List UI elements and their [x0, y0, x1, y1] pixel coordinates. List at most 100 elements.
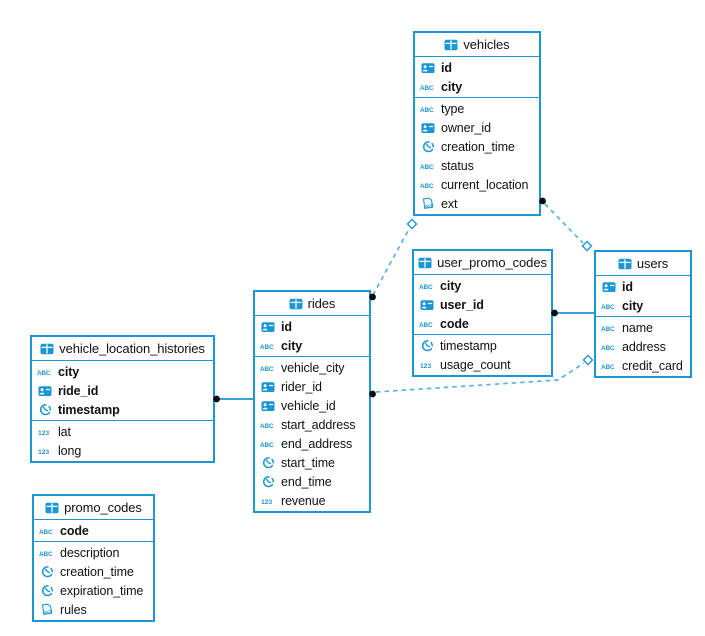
- pk-row-id[interactable]: id: [255, 317, 369, 336]
- text-icon: ABC: [260, 341, 276, 351]
- relationship-endpoint-diamond: [581, 240, 593, 252]
- text-icon: ABC: [39, 526, 55, 536]
- table-header[interactable]: vehicles: [415, 33, 539, 57]
- table-icon: [289, 298, 303, 310]
- table-header[interactable]: promo_codes: [34, 496, 153, 520]
- table-header[interactable]: user_promo_codes: [414, 251, 551, 275]
- column-row-start_time[interactable]: start_time: [255, 453, 369, 472]
- column-row-expiration_time[interactable]: expiration_time: [34, 581, 153, 600]
- table-icon: [40, 343, 54, 355]
- column-name: revenue: [281, 493, 326, 508]
- column-row-current_location[interactable]: ABC current_location: [415, 175, 539, 194]
- text-icon: ABC: [260, 363, 276, 373]
- column-name: current_location: [441, 177, 529, 192]
- column-row-creation_time[interactable]: creation_time: [34, 562, 153, 581]
- column-name: rider_id: [281, 379, 322, 394]
- table-header[interactable]: vehicle_location_histories: [32, 337, 213, 361]
- pk-row-id[interactable]: id: [596, 277, 690, 296]
- number-icon: 123: [419, 360, 435, 370]
- json-icon: JSON: [39, 603, 55, 616]
- column-name: city: [281, 338, 303, 353]
- column-name: city: [58, 364, 80, 379]
- uuid-icon: [420, 122, 436, 134]
- column-name: name: [622, 320, 653, 335]
- table-header[interactable]: rides: [255, 292, 369, 316]
- column-name: vehicle_id: [281, 398, 336, 413]
- pk-row-ride_id[interactable]: ride_id: [32, 381, 213, 400]
- column-name: description: [60, 545, 120, 560]
- text-icon: ABC: [601, 361, 617, 371]
- column-name: end_address: [281, 436, 353, 451]
- column-row-vehicle_city[interactable]: ABC vehicle_city: [255, 358, 369, 377]
- pk-row-city[interactable]: ABC city: [255, 336, 369, 355]
- text-icon: ABC: [601, 301, 617, 311]
- column-name: creation_time: [60, 564, 134, 579]
- text-icon: ABC: [419, 281, 435, 291]
- column-row-rider_id[interactable]: rider_id: [255, 377, 369, 396]
- text-icon: ABC: [420, 180, 436, 190]
- column-row-timestamp[interactable]: timestamp: [414, 336, 551, 355]
- column-name: city: [440, 278, 462, 293]
- table-header[interactable]: users: [596, 252, 690, 276]
- column-row-owner_id[interactable]: owner_id: [415, 118, 539, 137]
- pk-row-user_id[interactable]: user_id: [414, 295, 551, 314]
- relationship-vehicles-to-users: [544, 203, 584, 244]
- relationship-rides-to-vehicles: [372, 228, 410, 296]
- pk-row-timestamp[interactable]: timestamp: [32, 400, 213, 419]
- column-name: address: [622, 339, 666, 354]
- text-icon: ABC: [37, 367, 53, 377]
- number-icon: 123: [37, 446, 53, 456]
- column-row-credit_card[interactable]: ABC credit_card: [596, 356, 690, 375]
- svg-text:ABC: ABC: [260, 344, 274, 351]
- pk-row-city[interactable]: ABC city: [414, 276, 551, 295]
- column-name: vehicle_city: [281, 360, 345, 375]
- column-name: credit_card: [622, 358, 683, 373]
- pk-row-id[interactable]: id: [415, 58, 539, 77]
- column-name: creation_time: [441, 139, 515, 154]
- number-icon: 123: [37, 427, 53, 437]
- table-icon: [45, 502, 59, 514]
- table-vehicle-location-histories[interactable]: vehicle_location_histories ABC city ride_i…: [30, 335, 215, 463]
- uuid-icon: [419, 299, 435, 311]
- pk-row-code[interactable]: ABC code: [34, 521, 153, 540]
- table-icon: [444, 39, 458, 51]
- time-icon: [419, 339, 435, 352]
- column-row-creation_time[interactable]: creation_time: [415, 137, 539, 156]
- column-row-address[interactable]: ABC address: [596, 337, 690, 356]
- column-name: code: [60, 523, 89, 538]
- pk-row-city[interactable]: ABC city: [32, 362, 213, 381]
- relationship-endpoint-diamond: [406, 218, 418, 230]
- column-name: timestamp: [58, 402, 120, 417]
- table-title: users: [636, 256, 669, 271]
- column-name: city: [441, 79, 463, 94]
- column-name: timestamp: [440, 338, 497, 353]
- svg-text:ABC: ABC: [260, 366, 274, 373]
- column-row-end_time[interactable]: end_time: [255, 472, 369, 491]
- column-row-vehicle_id[interactable]: vehicle_id: [255, 396, 369, 415]
- svg-text:ABC: ABC: [601, 345, 615, 352]
